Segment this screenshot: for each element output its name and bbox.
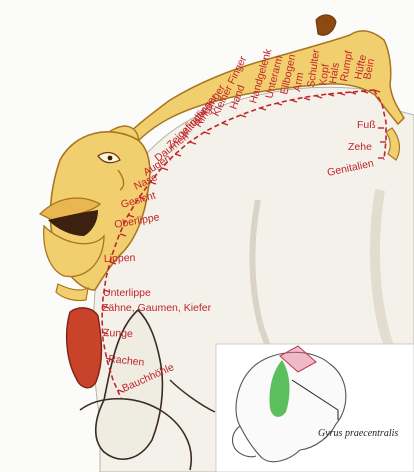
body-part-label: Zehe	[348, 141, 372, 153]
homunculus-pupil	[108, 156, 113, 161]
inset-panel: Gyrus praecentralis	[216, 344, 414, 472]
body-part-label: Unterlippe	[103, 287, 151, 299]
body-part-label: Fuß	[357, 119, 376, 131]
inset-caption: Gyrus praecentralis	[318, 428, 398, 439]
body-part-label: Lippen	[104, 252, 136, 265]
body-part-label: Zähne, Gaumen, Kiefer	[102, 302, 212, 314]
body-part-label: Zunge	[103, 327, 133, 340]
